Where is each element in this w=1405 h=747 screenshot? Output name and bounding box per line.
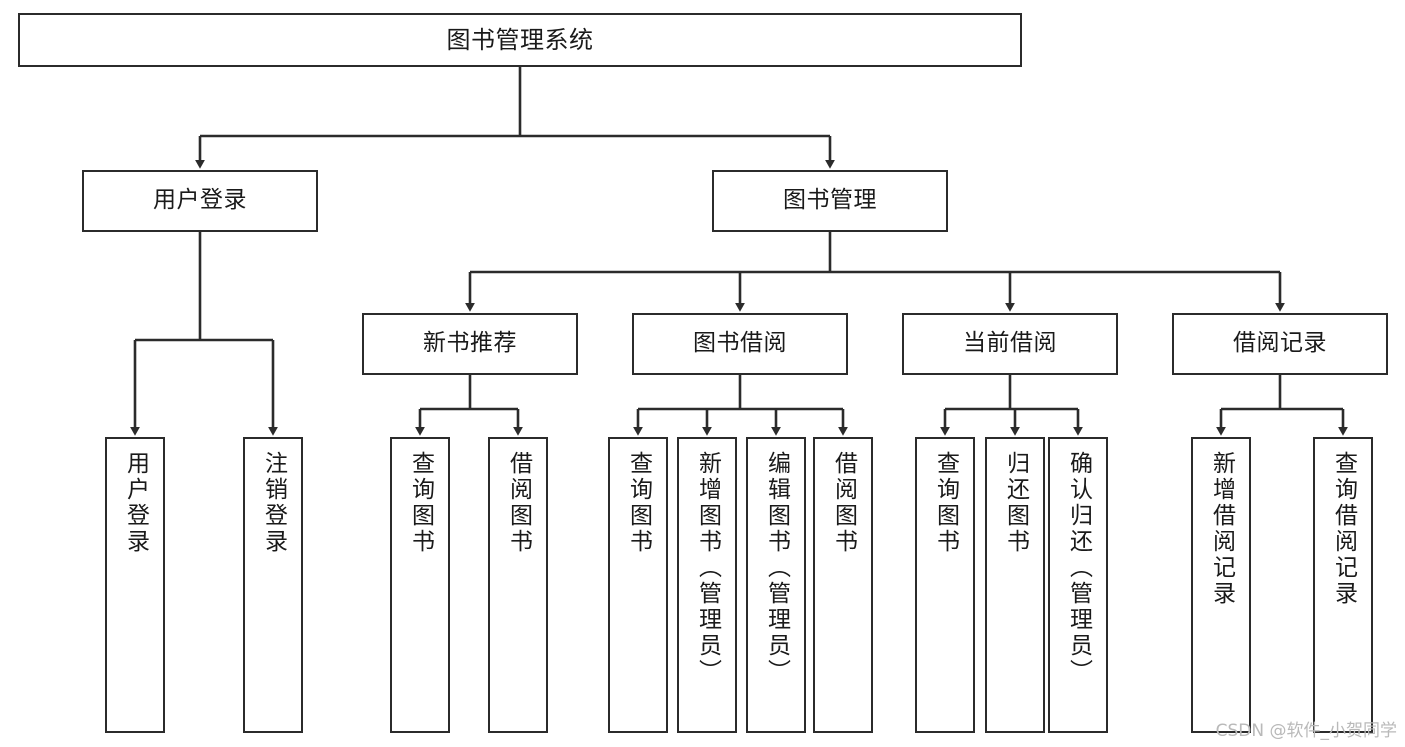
node-leaf-edit-book[interactable]: 编辑图书（管理员） [746, 437, 806, 733]
node-label: 查询图书 [932, 451, 959, 555]
node-borrow-record[interactable]: 借阅记录 [1172, 313, 1388, 375]
node-leaf-borrow-book-1[interactable]: 借阅图书 [488, 437, 548, 733]
node-label: 当前借阅 [963, 330, 1057, 357]
node-label: 查询借阅记录 [1330, 451, 1357, 607]
node-leaf-add-record[interactable]: 新增借阅记录 [1191, 437, 1251, 733]
node-label: 编辑图书（管理员） [763, 451, 790, 685]
node-leaf-borrow-book-2[interactable]: 借阅图书 [813, 437, 873, 733]
node-label: 查询图书 [625, 451, 652, 555]
node-leaf-logout[interactable]: 注销登录 [243, 437, 303, 733]
node-label: 用户登录 [122, 451, 149, 555]
node-user-login[interactable]: 用户登录 [82, 170, 318, 232]
node-leaf-confirm-return[interactable]: 确认归还（管理员） [1048, 437, 1108, 733]
node-label: 借阅图书 [505, 451, 532, 555]
node-root-system[interactable]: 图书管理系统 [18, 13, 1022, 67]
node-label: 归还图书 [1002, 451, 1029, 555]
node-book-manage[interactable]: 图书管理 [712, 170, 948, 232]
node-leaf-return-book[interactable]: 归还图书 [985, 437, 1045, 733]
node-leaf-query-book-1[interactable]: 查询图书 [390, 437, 450, 733]
node-label: 新书推荐 [423, 330, 517, 357]
node-leaf-add-book[interactable]: 新增图书（管理员） [677, 437, 737, 733]
node-label: 用户登录 [153, 187, 247, 214]
node-current-borrow[interactable]: 当前借阅 [902, 313, 1118, 375]
node-label: 图书管理系统 [446, 25, 594, 54]
node-label: 图书借阅 [693, 330, 787, 357]
node-leaf-query-book-2[interactable]: 查询图书 [608, 437, 668, 733]
node-book-borrow[interactable]: 图书借阅 [632, 313, 848, 375]
node-leaf-user-login[interactable]: 用户登录 [105, 437, 165, 733]
node-label: 新增借阅记录 [1208, 451, 1235, 607]
node-new-book-recommend[interactable]: 新书推荐 [362, 313, 578, 375]
node-leaf-query-book-3[interactable]: 查询图书 [915, 437, 975, 733]
node-label: 图书管理 [783, 187, 877, 214]
node-label: 借阅记录 [1233, 330, 1327, 357]
node-label: 借阅图书 [830, 451, 857, 555]
node-leaf-query-record[interactable]: 查询借阅记录 [1313, 437, 1373, 733]
node-label: 注销登录 [260, 451, 287, 555]
node-label: 确认归还（管理员） [1065, 451, 1092, 685]
node-label: 查询图书 [407, 451, 434, 555]
node-label: 新增图书（管理员） [694, 451, 721, 685]
